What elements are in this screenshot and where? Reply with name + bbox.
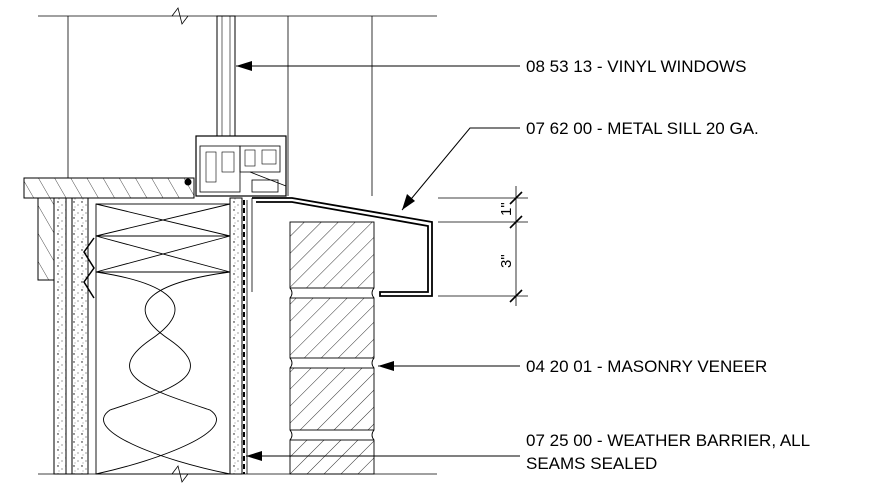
dim-1-inch: 1" (498, 202, 515, 216)
clip (83, 237, 95, 299)
dim-3-inch: 3" (498, 254, 515, 268)
exterior-sheathing (229, 197, 253, 475)
vinyl-window (195, 15, 287, 197)
callout-weather-barrier: 07 25 00 - WEATHER BARRIER, ALL (526, 431, 811, 450)
interior-stool (23, 177, 195, 199)
wood-blocking (95, 203, 231, 273)
callout-metal-sill: 07 62 00 - METAL SILL 20 GA. (526, 119, 759, 138)
metal-sill (252, 197, 433, 297)
dimension-lines (438, 186, 528, 306)
masonry-veneer (289, 221, 375, 475)
interior-apron (37, 197, 55, 281)
leader-arrows (236, 61, 415, 461)
batt-insulation (95, 271, 231, 475)
callout-weather-barrier-2: SEAMS SEALED (526, 454, 658, 473)
callout-masonry-veneer: 04 20 01 - MASONRY VENEER (526, 357, 768, 376)
leader-lines (236, 65, 520, 457)
break-marks (171, 7, 189, 483)
callout-vinyl-windows: 08 53 13 - VINYL WINDOWS (526, 57, 747, 76)
wall-layers (53, 197, 89, 475)
